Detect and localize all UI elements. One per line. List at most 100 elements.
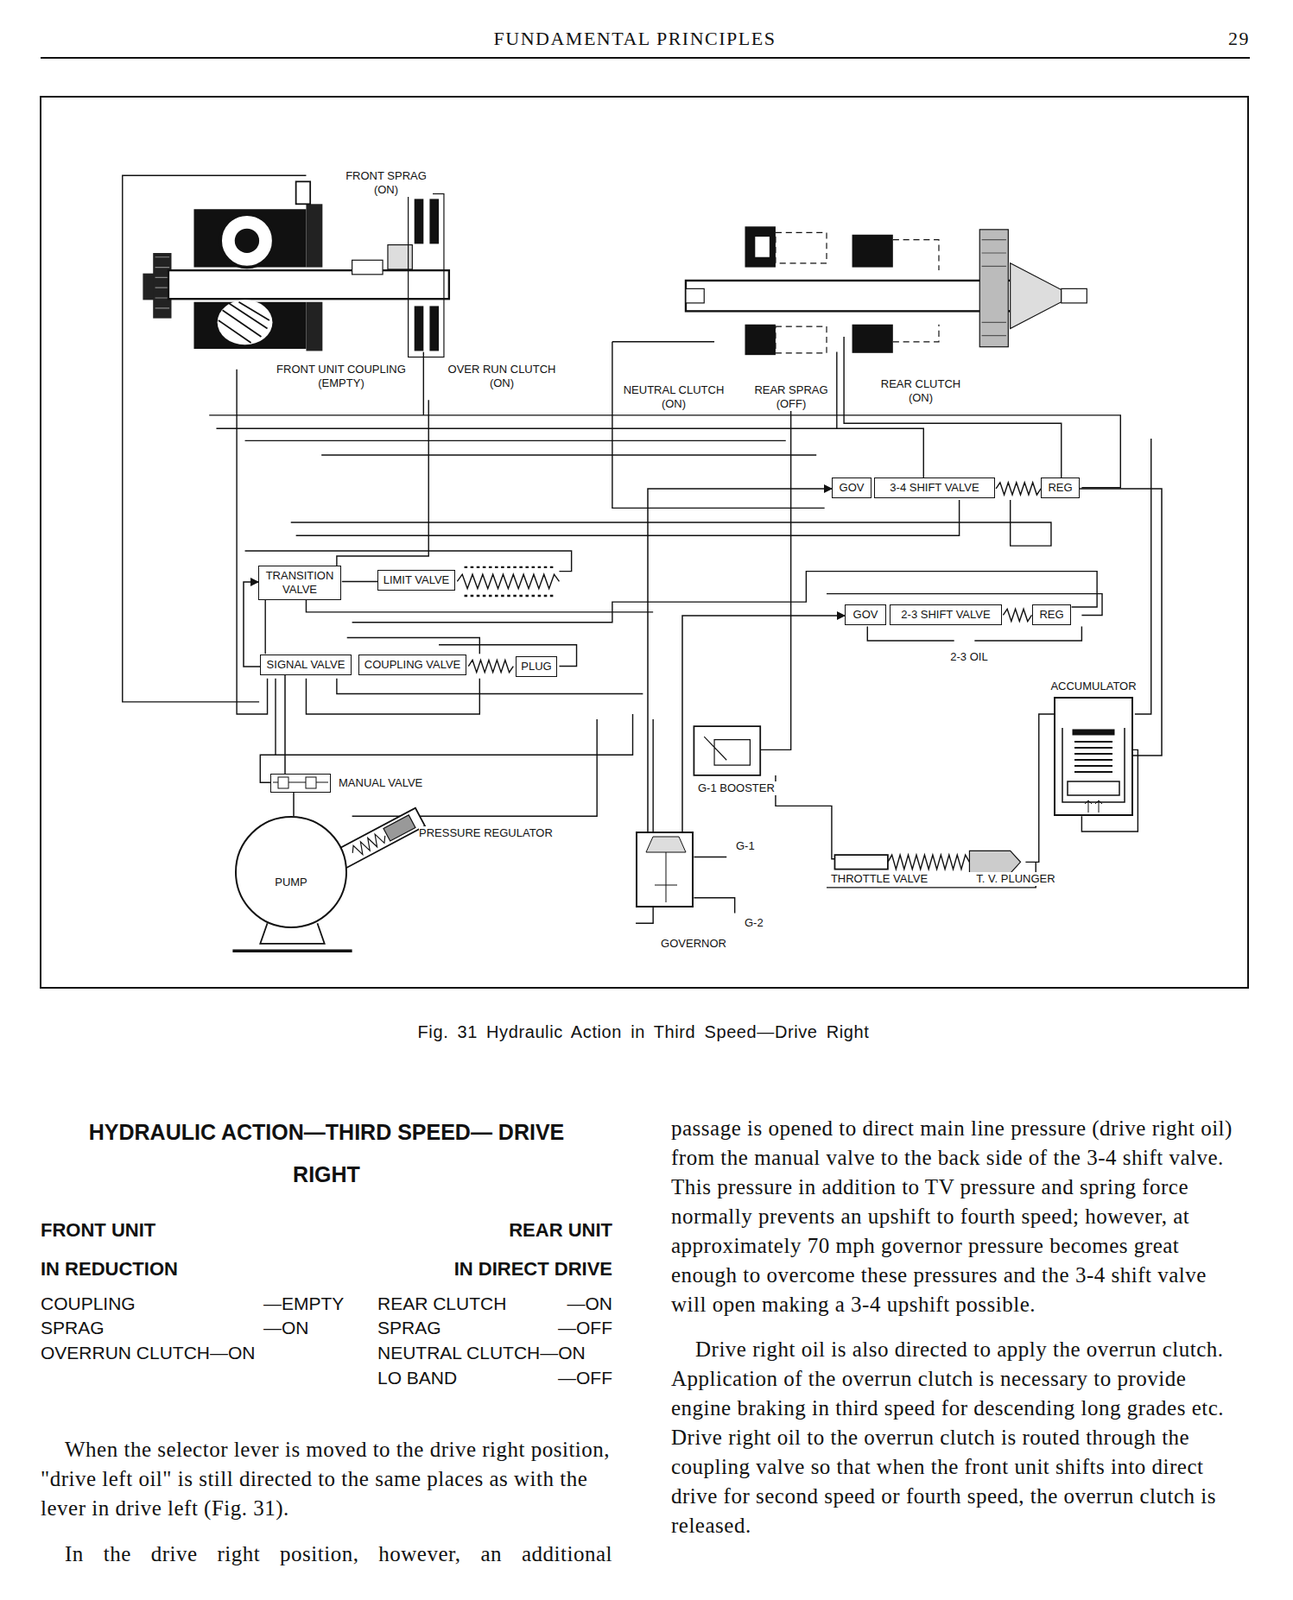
oil-line: [284, 675, 286, 774]
label-slot: SPRAG: [40, 1317, 248, 1340]
node-text: SIGNAL VALVE: [264, 658, 348, 672]
part-label: G-1 BOOSTER: [697, 781, 793, 796]
acc-drawing: [1067, 781, 1120, 796]
rear-unit: [852, 324, 894, 354]
part-label: NEUTRAL CLUTCH (ON): [617, 383, 730, 412]
accumulator-plate: [1074, 759, 1113, 761]
table-cell: LO BAND: [377, 1367, 551, 1390]
front-unit: [217, 299, 273, 345]
valve-box: REG: [1032, 604, 1072, 626]
node-text: 2-3 SHIFT VALVE: [893, 608, 998, 622]
part-label: FRONT SPRAG (ON): [339, 169, 433, 197]
label-slot: —ON: [263, 1317, 368, 1340]
oil-passage: [122, 175, 1152, 924]
rear-unit: [1061, 288, 1088, 304]
oil-passage: [974, 626, 1082, 641]
valve-body: [334, 808, 425, 870]
oil-passage: [760, 408, 791, 751]
table-cell: COUPLING: [40, 1293, 248, 1316]
front-unit: [193, 209, 306, 267]
part-label: REAR SPRAG (OFF): [748, 383, 834, 412]
governor-box: GOVERNOR: [635, 831, 694, 908]
label-slot: IN REDUCTION: [40, 1257, 257, 1282]
part-label: THROTTLE VALVE: [823, 872, 936, 887]
label-slot: REAR UNIT: [396, 1218, 613, 1243]
part-label: T. V. PLUNGER: [963, 872, 1068, 887]
label-slot: G-2: [744, 916, 774, 931]
front-unit: [414, 305, 425, 351]
manual-drawing: [305, 777, 317, 789]
oil-passage: [291, 500, 1052, 546]
label-slot: —OFF: [551, 1317, 613, 1340]
valve-box: GOV: [831, 477, 872, 499]
node-text: GOV: [836, 481, 868, 495]
label-slot: COUPLING: [40, 1293, 248, 1316]
rear-unit: [1010, 263, 1062, 330]
rear-unit: [685, 280, 1023, 311]
front-unit: [142, 181, 449, 357]
label-slot: Fig. 31 Hydraulic Action in Third Speed—…: [254, 1021, 1033, 1043]
valve-box: 2-3 SHIFT VALVE: [889, 604, 1002, 626]
label-slot: FRONT UNIT COUPLING (EMPTY): [270, 362, 413, 391]
rear-unit: [775, 232, 827, 263]
front-unit: [155, 257, 171, 309]
manual-drawing: [278, 777, 289, 789]
valve-box: LIMIT VALVE: [377, 570, 456, 591]
label-slot: FRONT SPRAG (ON): [339, 169, 433, 197]
node-text: COUPLING VALVE: [362, 658, 463, 672]
label-slot: 29: [1197, 26, 1250, 51]
label-slot: MANUAL VALVE: [336, 776, 425, 791]
acc-drawing: [1062, 728, 1125, 803]
rear-unit: [685, 226, 1087, 355]
rear-unit: [744, 324, 775, 355]
part-label: FRONT UNIT COUPLING (EMPTY): [270, 362, 413, 391]
oil-passage: [305, 678, 480, 715]
node-text: GOVERNOR: [659, 937, 729, 951]
front-unit: [414, 198, 425, 244]
oil-passage: [836, 352, 837, 430]
part-label: G-2: [744, 916, 774, 931]
table-cell: SPRAG: [40, 1317, 248, 1340]
valve-box: COUPLING VALVE: [358, 654, 467, 676]
acc-drawing: [1062, 728, 1125, 813]
page-header: FUNDAMENTAL PRINCIPLES: [375, 26, 894, 51]
front-unit: [352, 259, 383, 275]
figure-caption: Fig. 31 Hydraulic Action in Third Speed—…: [254, 1021, 1033, 1043]
valve-body: [693, 726, 761, 776]
label-slot: —ON: [551, 1293, 613, 1316]
label-slot: NEUTRAL CLUTCH (ON): [617, 383, 730, 412]
table-heading: REAR UNIT: [396, 1218, 613, 1243]
label-slot: OVER RUN CLUTCH (ON): [441, 362, 563, 391]
oil-line: [647, 488, 832, 832]
oil-passage: [321, 454, 817, 456]
valve-box: REG: [1040, 477, 1080, 499]
node-text: PLUG: [519, 659, 553, 674]
label-slot: ACCUMULATOR: [1029, 679, 1158, 694]
valve-spring: [887, 855, 970, 870]
oil-passage: [264, 597, 266, 654]
label-slot: Drive right oil is also directed to appl…: [671, 1335, 1248, 1541]
table-cell: —OFF: [551, 1317, 613, 1340]
label-slot: FRONT UNIT: [40, 1218, 257, 1243]
accumulator-plate: [1074, 747, 1113, 749]
oil-passage: [693, 898, 735, 914]
front-unit: [429, 305, 439, 351]
oil-passage: [693, 856, 727, 858]
oil-passage: [245, 440, 786, 442]
valve-spring: [464, 567, 557, 596]
oil-passage: [342, 581, 378, 583]
oil-passage: [215, 428, 924, 478]
oil-passage: [867, 626, 954, 641]
oil-passage: [612, 342, 825, 509]
valve-box: GOV: [844, 604, 887, 626]
valve-spring: [995, 482, 1041, 495]
table-cell: REAR CLUTCH: [377, 1293, 551, 1316]
oil-passage: [122, 175, 307, 703]
valve-body: [232, 949, 352, 953]
oil-passage: [305, 597, 653, 613]
front-unit: [234, 228, 260, 254]
rear-unit: [982, 240, 1007, 336]
label-slot: SPRAG: [377, 1317, 551, 1340]
body-text: passage is opened to direct main line pr…: [671, 1114, 1248, 1320]
part-label: PRESSURE REGULATOR: [418, 826, 575, 841]
